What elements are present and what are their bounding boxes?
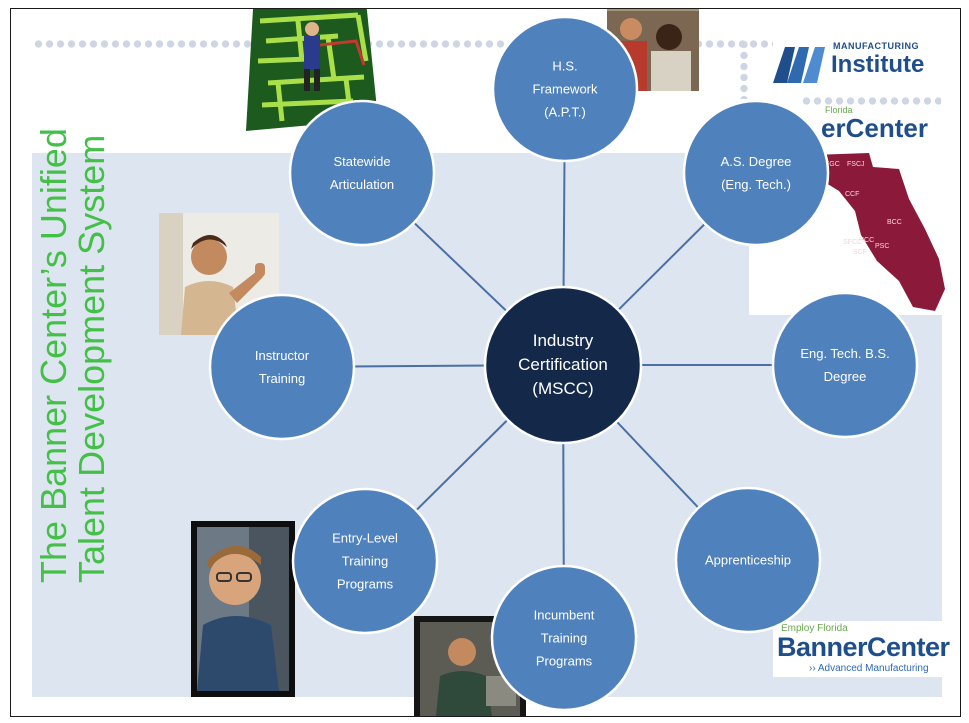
node-label-line: Programs bbox=[336, 576, 394, 592]
manufacturing-institute-logo: MANUFACTURING Institute bbox=[773, 41, 953, 87]
node-label-line: Programs bbox=[535, 653, 593, 669]
hub-label-line: Industry bbox=[532, 331, 594, 350]
node-label-line: Instructor bbox=[254, 348, 310, 363]
map-label-bcc: BCC bbox=[887, 219, 902, 226]
node-label-hs-framework: H.S. Framework (A.P.T.) bbox=[532, 55, 597, 124]
student-photo bbox=[191, 521, 295, 697]
banner-center-logo-bottom: Employ Florida BannerCenter ›› Advanced … bbox=[773, 621, 959, 677]
node-label-bs-degree: Eng. Tech. B.S. Degree bbox=[800, 342, 889, 388]
manufacturing-label: MANUFACTURING bbox=[833, 41, 919, 51]
node-label-line: (Eng. Tech.) bbox=[721, 177, 791, 192]
maze-illustration bbox=[238, 9, 378, 131]
node-instructor-training bbox=[208, 293, 356, 441]
map-label-sfcc: SFCC bbox=[843, 239, 863, 246]
advanced-manufacturing-label: ›› Advanced Manufacturing bbox=[809, 663, 929, 674]
node-bs-degree bbox=[771, 291, 919, 439]
node-label-line: Statewide bbox=[333, 154, 391, 169]
hub-node bbox=[483, 285, 643, 445]
banner-center-logo-top: Florida erCenter bbox=[801, 105, 951, 145]
map-label-hcc: HCC bbox=[859, 237, 875, 244]
hub-label-line: Certification bbox=[518, 355, 608, 374]
node-label-line: Framework bbox=[532, 81, 598, 97]
node-label-line: Apprenticeship bbox=[705, 552, 791, 568]
institute-m-icon bbox=[773, 47, 825, 83]
map-label-scf: SCF bbox=[853, 249, 867, 256]
node-apprenticeship bbox=[674, 486, 822, 634]
node-label-line: A.S. Degree bbox=[720, 154, 792, 169]
institute-label: Institute bbox=[831, 51, 925, 78]
node-statewide-articulation bbox=[288, 99, 436, 247]
node-label-line: Articulation bbox=[329, 177, 395, 192]
decorative-dot-column bbox=[738, 39, 750, 99]
node-label-line: Training bbox=[540, 630, 588, 646]
node-label-line: (A.P.T.) bbox=[544, 104, 586, 120]
node-label-line: Training bbox=[341, 553, 389, 569]
florida-shape bbox=[753, 153, 945, 311]
map-label-psc: PSC bbox=[875, 243, 890, 250]
node-label-line: Degree bbox=[823, 369, 867, 384]
map-label-fscj: FSCJ bbox=[847, 161, 865, 168]
node-label-line: H.S. bbox=[552, 58, 578, 74]
node-label-line: Entry-Level bbox=[332, 530, 398, 546]
node-hs-framework bbox=[491, 15, 639, 163]
hub-label-line: (MSCC) bbox=[532, 379, 594, 398]
banner-bottom-center-label: BannerCenter bbox=[777, 632, 950, 662]
node-label-line: Training bbox=[258, 371, 306, 386]
node-label-line: Eng. Tech. B.S. bbox=[800, 346, 890, 361]
banner-top-florida-label: Florida bbox=[825, 105, 853, 115]
decorative-dot-row-right bbox=[801, 95, 941, 107]
hub-spoke-diagram bbox=[208, 15, 919, 712]
banner-top-center-label: erCenter bbox=[821, 113, 928, 143]
node-entry-level-training bbox=[291, 487, 439, 635]
node-label-line: Incumbent bbox=[533, 607, 595, 623]
node-incumbent-training bbox=[490, 564, 638, 712]
node-label-apprenticeship: Apprenticeship bbox=[705, 549, 791, 572]
employ-florida-label: Employ Florida bbox=[781, 623, 848, 634]
map-label-ccf: CCF bbox=[845, 191, 860, 198]
slide: The Banner Center’s Unified Talent Devel… bbox=[10, 8, 961, 717]
node-as-degree bbox=[682, 99, 830, 247]
map-label-fgc: FGC bbox=[825, 161, 840, 168]
node-label-as-degree: A.S. Degree (Eng. Tech.) bbox=[721, 150, 792, 196]
